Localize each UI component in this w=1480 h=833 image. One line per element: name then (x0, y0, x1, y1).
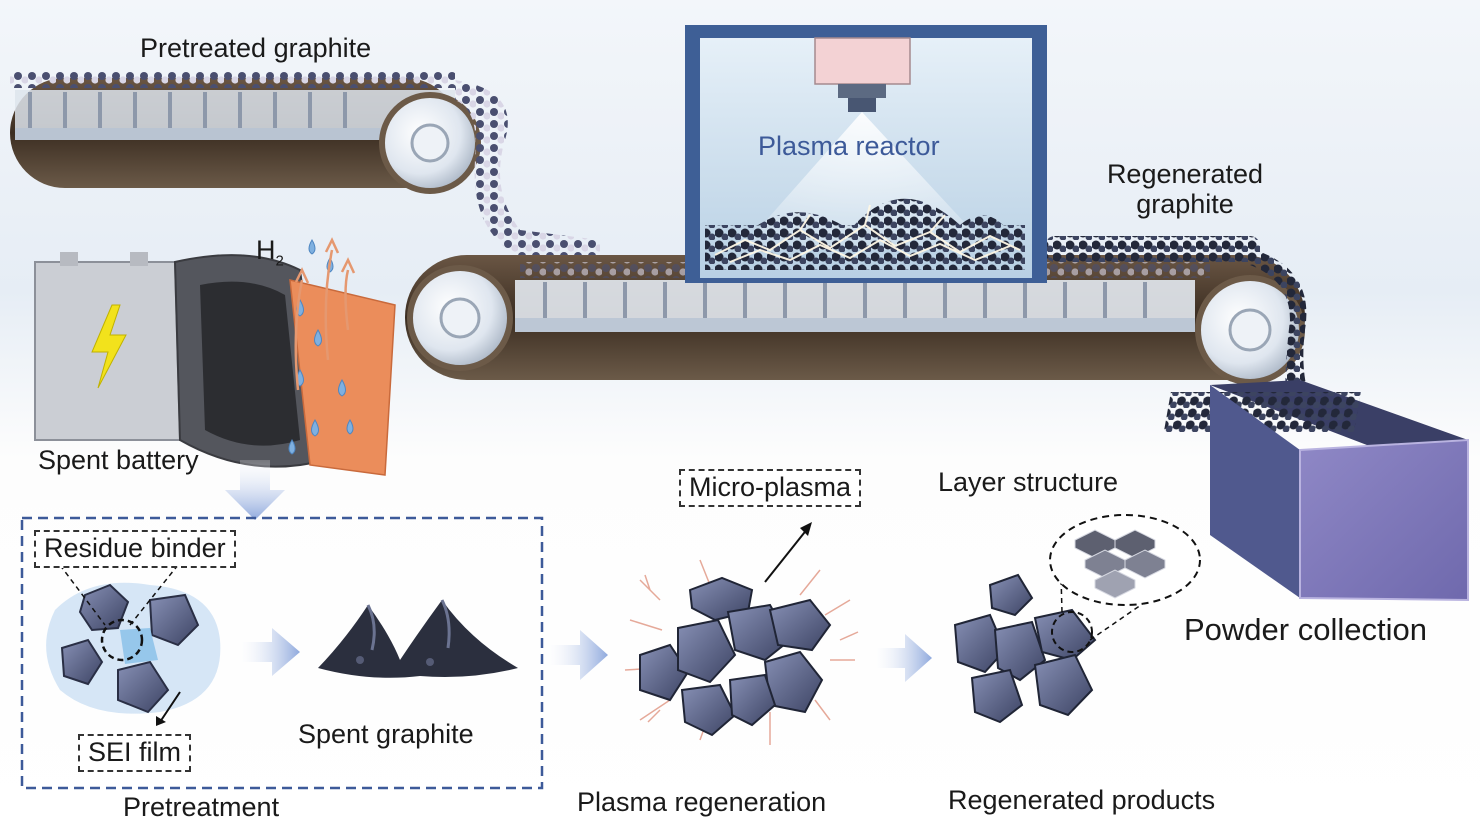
regenerated-particles-belt (1045, 236, 1260, 262)
powder-collection-bin (1163, 380, 1469, 602)
falling-particles (455, 80, 600, 262)
spent-battery (34, 237, 396, 476)
right-arrow-2 (548, 630, 608, 680)
label-h2: H2 (256, 235, 284, 270)
pretreatment-box (20, 516, 544, 790)
right-arrow-3 (875, 634, 932, 682)
label-pretreated-graphite: Pretreated graphite (140, 33, 372, 63)
label-regenerated-products: Regenerated products (948, 785, 1216, 815)
regenerated-product-crystals (953, 514, 1201, 724)
label-spent-battery: Spent battery (38, 445, 199, 475)
label-plasma-regeneration: Plasma regeneration (577, 787, 827, 817)
spent-graphite-piles (318, 599, 518, 678)
plasma-regeneration-crystals (624, 522, 859, 745)
upper-conveyor (10, 72, 481, 194)
label-pretreatment: Pretreatment (123, 792, 280, 822)
label-h2-sub: 2 (275, 252, 284, 270)
plasma-reactor (685, 25, 1047, 283)
label-micro-plasma: Micro-plasma (679, 469, 862, 507)
label-h2-main: H (256, 235, 276, 265)
label-plasma-reactor: Plasma reactor (758, 131, 940, 161)
falling-regenerated-particles (1250, 250, 1310, 400)
label-powder-collection: Powder collection (1184, 612, 1427, 647)
lightning-icon (91, 304, 127, 389)
label-spent-graphite: Spent graphite (298, 719, 474, 749)
right-arrow-1 (240, 628, 300, 676)
down-arrow (225, 460, 285, 520)
label-residue-binder: Residue binder (34, 530, 236, 568)
label-regenerated-graphite: Regenerated graphite (1095, 159, 1275, 219)
label-regenerated-graphite-line1: Regenerated (1106, 159, 1264, 189)
label-layer-structure: Layer structure (938, 467, 1119, 497)
label-regenerated-graphite-line2: graphite (1136, 188, 1234, 219)
gas-arrow-icon (294, 237, 356, 391)
label-sei-film: SEI film (78, 734, 192, 772)
binder-particle-cluster (46, 564, 221, 726)
